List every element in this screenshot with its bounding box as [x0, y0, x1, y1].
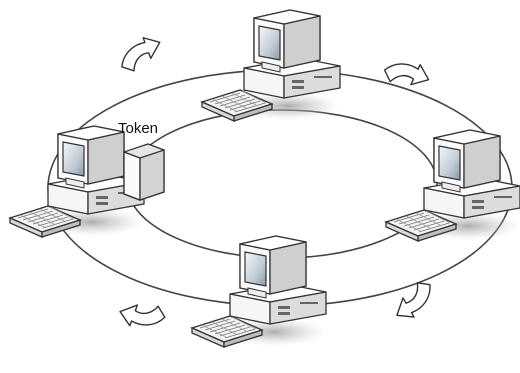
- token-label: Token: [118, 120, 159, 137]
- curved-arrow-icon: [115, 293, 169, 337]
- computer-node-bottom: [191, 235, 327, 348]
- curved-arrow-icon: [114, 32, 167, 76]
- computer-node-top: [201, 9, 341, 122]
- computer-node-right: [385, 129, 520, 242]
- ring-inner: [126, 109, 438, 259]
- computer-node-left: [9, 125, 165, 238]
- token-packet-icon: [123, 143, 165, 201]
